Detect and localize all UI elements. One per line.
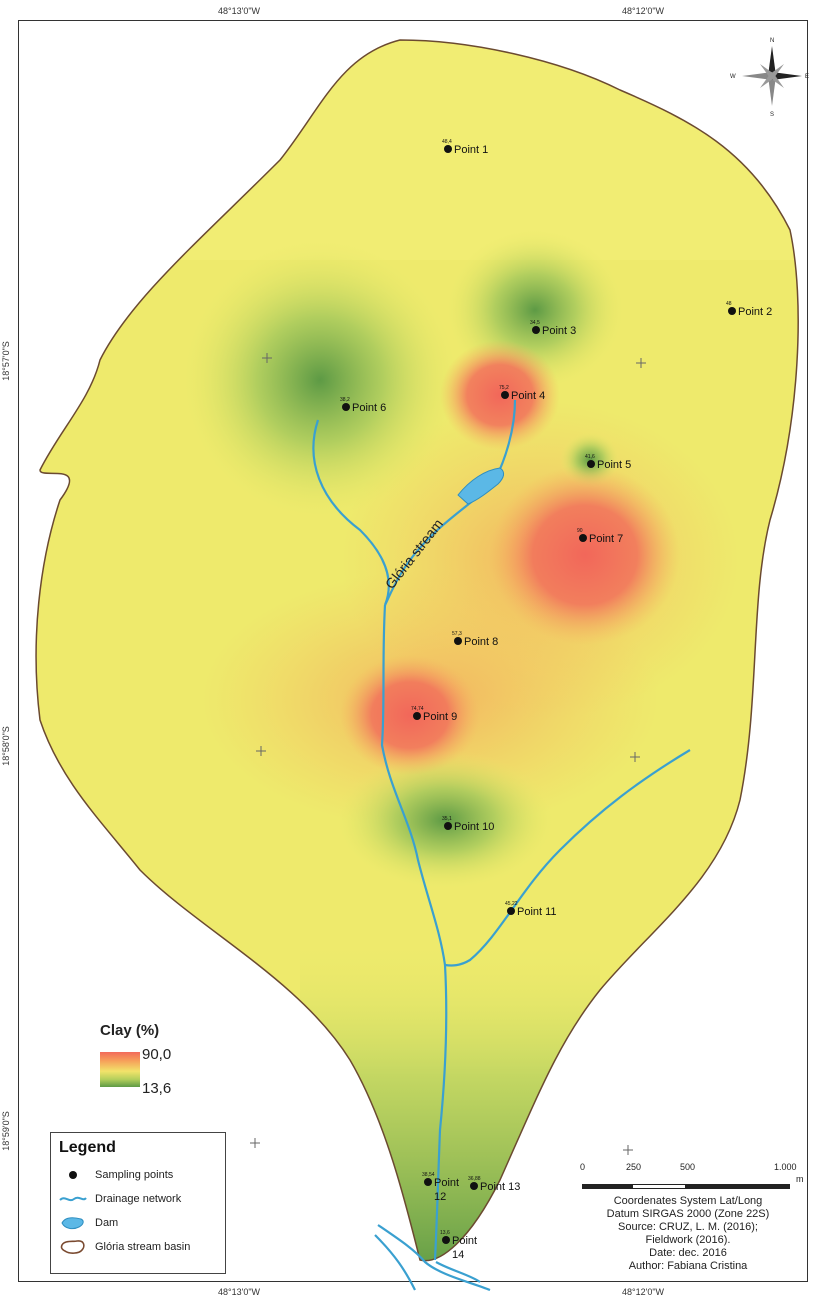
clay-legend: Clay (%) 90,0 13,6 [100,1022,220,1112]
point-label-12: Point [434,1177,459,1189]
sampling-point-11 [507,907,515,915]
point-value-5: 41,6 [585,454,595,460]
sampling-point-8 [454,637,462,645]
point-label-7: Point 7 [589,533,623,545]
point-value-1: 48,4 [442,139,452,145]
point-value-8: 57,3 [452,631,462,637]
point-label-2: Point 2 [738,306,772,318]
point-label-10: Point 10 [454,821,494,833]
point-value-4: 75,2 [499,385,509,391]
basin-outline [35,39,799,1262]
sampling-point-3 [532,326,540,334]
clay-max: 90,0 [142,1046,172,1063]
scale-tick-250: 250 [626,1162,642,1172]
point-label-number-12: 12 [434,1191,446,1203]
black-dot-icon [59,1167,87,1183]
legend-item-drainage: Drainage network [59,1187,217,1211]
legend-item-dam: Dam [59,1211,217,1235]
scale-tick-1000: 1.000 [774,1162,797,1172]
point-value-2: 48 [726,301,732,307]
sampling-point-9 [413,712,421,720]
point-label-number-14: 14 [452,1249,464,1261]
point-value-6: 38,2 [340,397,350,403]
sampling-point-13 [470,1182,478,1190]
legend-item-basin: Glória stream basin [59,1235,217,1259]
scale-bar: 0 250 500 1.000 m [578,1162,804,1202]
east-label: E [805,74,809,80]
point-label-8: Point 8 [464,636,498,648]
south-label: S [770,112,774,118]
point-value-7: 90 [577,528,583,534]
point-value-13: 36,88 [468,1176,481,1182]
point-label-9: Point 9 [423,711,457,723]
point-label-6: Point 6 [352,402,386,414]
credit-line: Datum SIRGAS 2000 (Zone 22S) [606,1208,770,1220]
scale-unit: m [796,1174,804,1184]
scale-tick-500: 500 [680,1162,696,1172]
point-value-10: 35,1 [442,816,452,822]
point-label-14: Point [452,1235,477,1247]
coord-top-left: 48°13'0"W [218,6,261,16]
drainage-network [312,399,691,1292]
legend-item-sampling: Sampling points [59,1163,217,1187]
clay-min: 13,6 [142,1080,172,1097]
legend-box: Legend Sampling points Drainage network … [50,1132,226,1274]
coord-bottom-right: 48°12'0"W [622,1287,665,1297]
point-value-3: 34,5 [530,320,540,326]
credit-line: Source: CRUZ, L. M. (2016); [618,1221,758,1233]
sampling-point-12 [424,1178,432,1186]
point-label-11: Point 11 [517,906,557,918]
legend-label: Glória stream basin [95,1241,191,1253]
scale-tick-0: 0 [580,1162,586,1172]
dam [457,467,505,505]
point-label-3: Point 3 [542,325,576,337]
coord-top-right: 48°12'0"W [622,6,665,16]
west-label: W [730,74,736,80]
map-credits: Coordenates System Lat/Long Datum SIRGAS… [575,1195,801,1273]
credit-line: Author: Fabiana Cristina [628,1260,748,1272]
sampling-point-14 [442,1236,450,1244]
coord-bottom-left: 48°13'0"W [218,1287,261,1297]
point-label-13: Point 13 [480,1181,520,1193]
point-value-9: 74,74 [411,706,424,712]
point-value-11: 45,22 [505,901,518,907]
point-value-14: 13,6 [440,1230,450,1236]
point-label-1: Point 1 [454,144,488,156]
wavy-line-icon [59,1191,87,1207]
clay-color-ramp [100,1052,140,1087]
north-arrow-icon: N S E W [730,38,809,118]
north-label: N [770,38,774,44]
legend-title: Legend [59,1139,116,1156]
point-label-4: Point 4 [511,390,545,402]
sampling-point-1 [444,145,452,153]
legend-label: Sampling points [95,1169,174,1181]
graticule-crosses [250,353,646,1155]
sampling-point-5 [587,460,595,468]
sampling-point-7 [579,534,587,542]
point-label-5: Point 5 [597,459,631,471]
sampling-point-10 [444,822,452,830]
clay-legend-title: Clay (%) [100,1022,160,1039]
basin-outline-icon [59,1239,87,1255]
sampling-point-6 [342,403,350,411]
sampling-point-2 [728,307,736,315]
dam-icon [59,1215,87,1231]
credit-line: Date: dec. 2016 [649,1247,727,1259]
sampling-point-4 [501,391,509,399]
credit-line: Coordenates System Lat/Long [613,1195,763,1207]
legend-label: Dam [95,1217,119,1229]
point-value-12: 38,54 [422,1172,435,1178]
legend-label: Drainage network [95,1193,182,1205]
credit-line: Fieldwork (2016). [645,1234,731,1246]
